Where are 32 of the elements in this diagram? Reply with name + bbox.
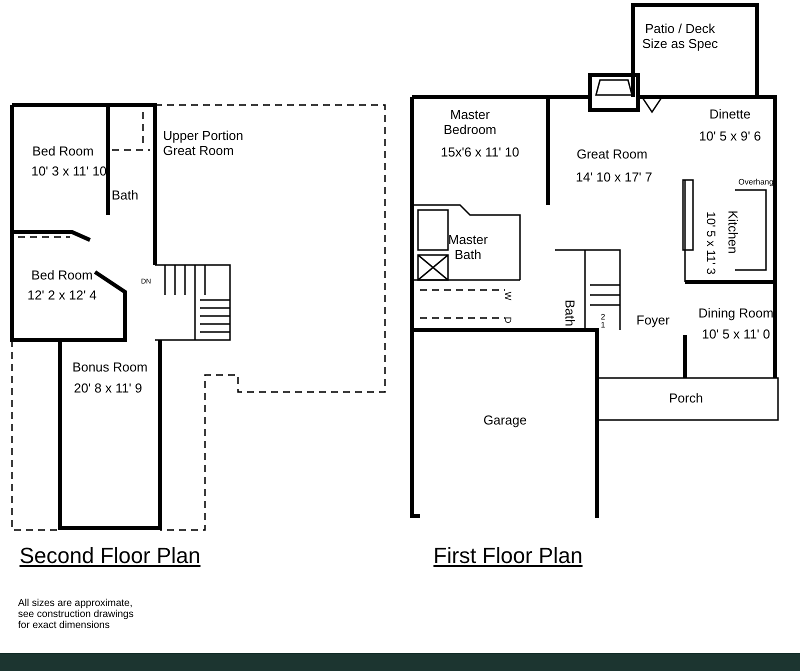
room-dimensions: 12' 2 x 12' 4 <box>27 288 97 304</box>
room-name: Dinette <box>709 108 751 122</box>
room-dimensions: 10' 5 x 11' 0 <box>702 328 770 342</box>
note-text: All sizes are approximate, see construction drawings for exact dimensions <box>18 598 135 631</box>
stair-number: 1 <box>600 320 606 330</box>
appliance-label: W <box>503 292 513 300</box>
room-name: Bed Room <box>31 268 93 284</box>
room-name: Porch <box>669 392 703 406</box>
room-name: Master Bath <box>447 233 489 263</box>
room-name: Foyer <box>636 314 670 328</box>
plan-heading: Second Floor Plan <box>20 543 200 569</box>
room-dimensions: 15x'6 x 11' 10 <box>440 146 520 160</box>
room-dimensions: 10' 5 x 9' 6 <box>698 130 762 144</box>
plan-heading: First Floor Plan <box>433 543 583 569</box>
room-name: Patio / Deck Size as Spec <box>641 22 719 52</box>
room-name: Kitchen <box>724 210 740 254</box>
appliance-label: D <box>503 316 513 324</box>
room-name: Great Room <box>576 148 648 162</box>
room-name: Upper Portion Great Room <box>163 129 244 159</box>
room-name: Bonus Room <box>72 360 148 376</box>
room-name: Bath <box>562 300 576 326</box>
annotation-label: Overhang <box>738 178 774 186</box>
room-dimensions: 10' 3 x 11' 10 <box>31 164 107 180</box>
room-name: Master Bedroom <box>442 108 498 138</box>
stair-number: 2 <box>600 312 606 322</box>
room-name: Garage <box>483 414 527 428</box>
room-dimensions: 14' 10 x 17' 7 <box>576 170 652 186</box>
room-dimensions: 20' 8 x 11' 9 <box>74 382 142 396</box>
room-name: Bath <box>112 188 138 204</box>
room-name: Bed Room <box>32 144 94 160</box>
room-name: Dining Room <box>698 306 774 322</box>
room-dimensions: 10' 5 x 11' 3 <box>703 211 717 275</box>
